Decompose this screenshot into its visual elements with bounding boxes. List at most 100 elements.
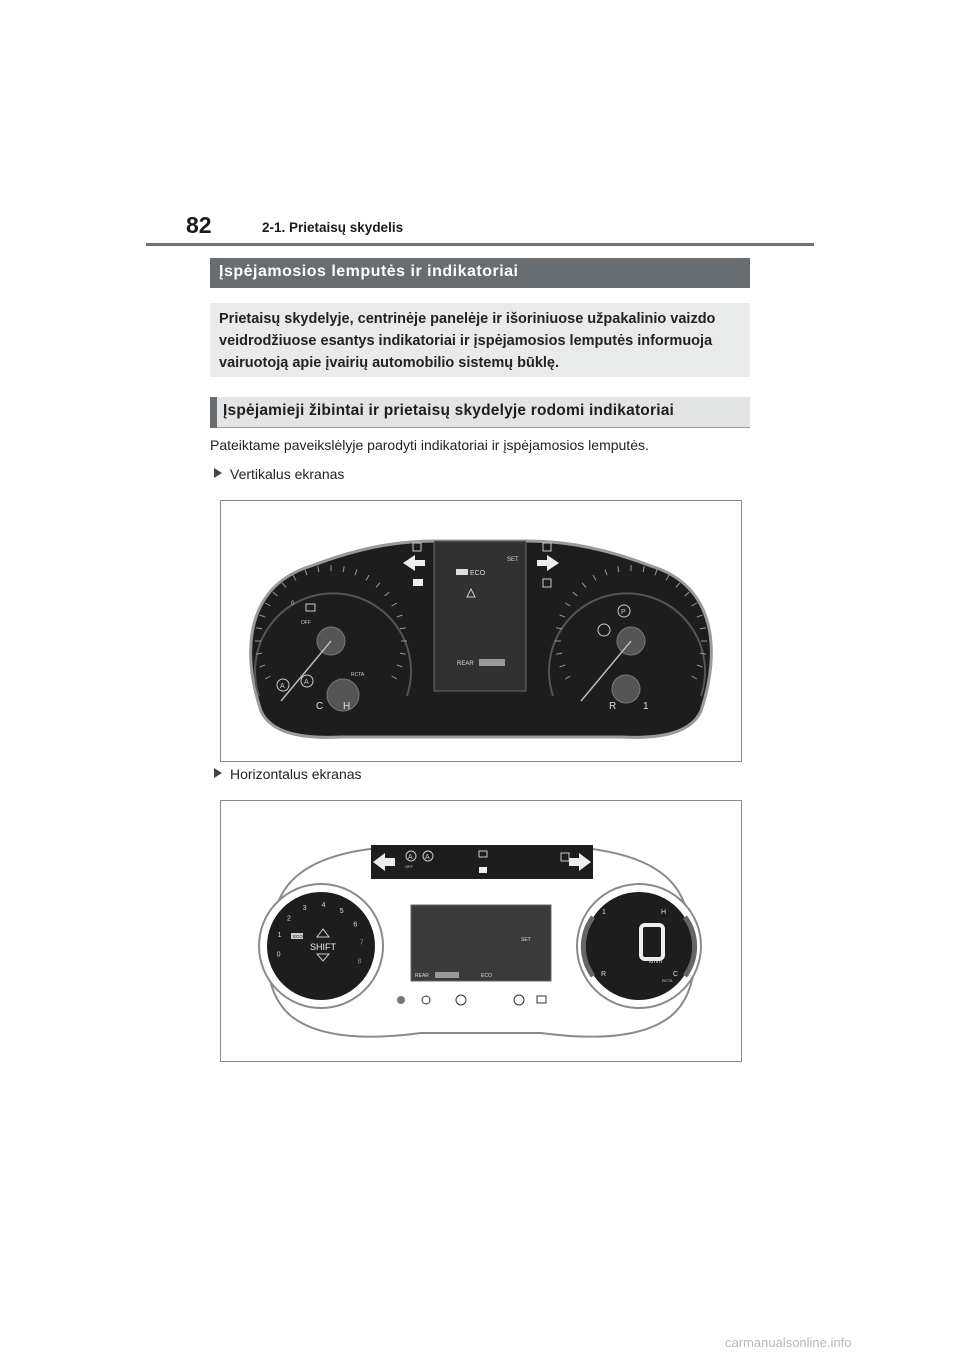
rcta-label: RCTA xyxy=(662,978,673,983)
check-engine-icon xyxy=(305,603,316,612)
bullet-label: Horizontalus ekranas xyxy=(230,766,362,782)
page-number: 82 xyxy=(186,212,212,238)
rear-fog-icon xyxy=(542,578,552,588)
check-engine-icon xyxy=(536,995,547,1004)
parking-letter: P xyxy=(621,609,626,616)
tach-digit: 6 xyxy=(353,921,357,928)
shift-down-icon xyxy=(315,953,331,962)
cold-label: C xyxy=(316,701,323,712)
bullet-label: Vertikalus ekranas xyxy=(230,466,345,482)
caption: Pateiktame paveikslėlyje parodyti indika… xyxy=(210,437,649,453)
left-dial: C H OFF A A RCTA 0 xyxy=(254,565,412,712)
dial-tick xyxy=(256,627,263,630)
fuel-gauge-arc xyxy=(580,915,596,978)
dial-tick xyxy=(375,582,381,588)
figure-vertical-display: C H OFF A A RCTA 0 ECO SET REAR P R 1 xyxy=(220,500,742,762)
dial-tick xyxy=(592,574,597,581)
shift-label: SHIFT xyxy=(310,942,337,952)
tachometer-ticks xyxy=(255,565,407,680)
tach-digit: 0 xyxy=(277,951,281,958)
right-dial: P R 1 xyxy=(548,565,707,712)
dial-tick xyxy=(292,574,297,581)
sensor-icon xyxy=(397,996,405,1004)
dial-tick xyxy=(264,602,271,607)
dial-tick xyxy=(259,614,266,618)
dial-tick xyxy=(564,675,571,680)
dial-tick xyxy=(399,627,406,630)
high-beam-icon xyxy=(479,867,487,873)
tach-digit: 7 xyxy=(360,939,364,946)
rear-seatbelt-icon xyxy=(479,659,505,666)
tach-digit: 1 xyxy=(278,932,282,939)
center-display: ECO SET REAR xyxy=(433,540,527,692)
dial-tick xyxy=(399,652,406,655)
dial-tick xyxy=(581,582,587,588)
dial-tick xyxy=(559,664,566,668)
subheading-accent xyxy=(210,397,217,428)
section-heading: Įspėjamosios lemputės ir indikatoriai xyxy=(219,263,519,280)
dial-tick xyxy=(665,574,670,581)
tach-digit: 2 xyxy=(287,916,291,923)
rear-label: REAR xyxy=(457,661,474,667)
auto-stop-icon-2 xyxy=(300,674,314,688)
eco-badge xyxy=(456,569,468,575)
top-indicator-strip xyxy=(371,845,593,879)
right-turn-arrow-icon xyxy=(537,555,559,571)
subheading: Įspėjamieji žibintai ir prietaisų skydel… xyxy=(223,402,675,419)
off-label: OFF xyxy=(301,620,311,626)
right-turn-arrow-icon xyxy=(569,853,591,871)
subheading-band xyxy=(210,397,750,428)
dial-tick xyxy=(642,566,645,573)
intro-text: Prietaisų skydelyje, centrinėje panelėje… xyxy=(219,311,716,371)
dial-tick xyxy=(396,664,403,668)
airbag-icon xyxy=(421,995,431,1005)
dial-tick xyxy=(365,574,370,581)
dial-tick xyxy=(564,602,571,607)
rcta-label: RCTA xyxy=(351,672,365,678)
dial-tick xyxy=(675,582,681,588)
dial-tick xyxy=(654,569,658,576)
one-label: 1 xyxy=(602,909,606,916)
speed-digit xyxy=(639,923,665,961)
tick-zero: 0 xyxy=(291,601,295,607)
headlight-icon xyxy=(478,850,488,858)
auto-stop-letter-2: A xyxy=(304,679,309,686)
eco-badge xyxy=(291,933,303,939)
intro-box xyxy=(210,303,750,377)
eco-label: ECO xyxy=(470,570,486,577)
r-label: R xyxy=(601,971,606,978)
dial-tick xyxy=(699,652,706,655)
dial-tick xyxy=(259,664,266,668)
dial-tick xyxy=(617,566,620,573)
kmh-label: km/h xyxy=(649,959,662,965)
auto-stop-icon xyxy=(276,678,290,692)
left-turn-arrow-icon xyxy=(373,853,395,871)
dial-tick xyxy=(396,614,403,618)
headlight-icon xyxy=(412,542,422,552)
dial-tick xyxy=(281,582,287,588)
dial-tick xyxy=(572,591,578,597)
right-lower-hub xyxy=(611,674,641,704)
dial-tick xyxy=(272,591,278,597)
dial-tick xyxy=(696,614,703,618)
dial-tick xyxy=(391,602,398,607)
rear-label: REAR xyxy=(415,973,429,979)
auto-stop-icon xyxy=(405,850,417,862)
dial-tick xyxy=(304,569,308,576)
tach-digit: 3 xyxy=(303,905,307,912)
dial-tick xyxy=(684,591,690,597)
watermark: carmanualsonline.info xyxy=(725,1335,852,1350)
high-beam-icon xyxy=(413,579,423,586)
auto-stop-letter-2: A xyxy=(425,854,430,861)
triangle-bullet-icon xyxy=(214,468,222,478)
shift-up-icon xyxy=(316,928,330,938)
brake-warning-icon xyxy=(513,994,525,1006)
dial-tick xyxy=(391,675,398,680)
bullet-vertical: Vertikalus ekranas xyxy=(214,466,344,482)
dial-tick xyxy=(317,566,320,573)
dial-tick xyxy=(354,569,358,576)
speedometer-ticks xyxy=(555,565,707,680)
section-heading-band xyxy=(210,258,750,288)
cluster-vertical-illustration: C H OFF A A RCTA 0 ECO SET REAR P R 1 xyxy=(249,539,713,739)
